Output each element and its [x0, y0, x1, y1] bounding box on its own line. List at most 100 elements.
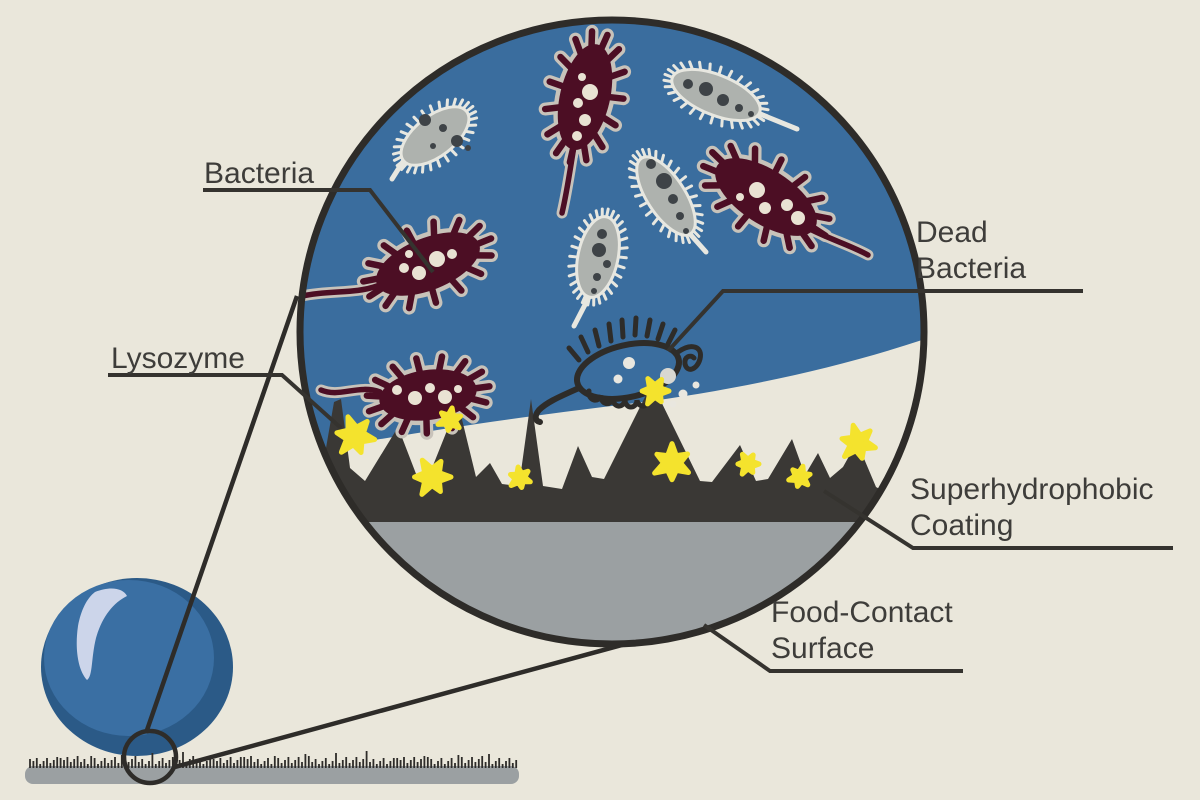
bacteria-leader-line — [203, 188, 435, 274]
bacterium-spot — [735, 104, 743, 112]
bacterium-tail — [809, 227, 871, 258]
bacterium-spot — [572, 131, 582, 141]
bacterium-spot — [646, 159, 656, 169]
magnifier-origin-circle — [121, 728, 179, 786]
bacterium-spot — [736, 193, 744, 201]
dead-bacterium-hair — [665, 327, 678, 347]
bacterium-spot — [791, 211, 805, 225]
bacterium-spot — [578, 73, 586, 81]
label-dead-bacteria-line2: Bacteria — [916, 252, 1027, 285]
lysozyme-star — [412, 457, 454, 497]
lysozyme-star — [786, 463, 813, 489]
dead-bacteria-leader-line — [666, 289, 1083, 353]
dead-bacterium-hair — [566, 345, 582, 363]
bacterium-tail — [302, 283, 380, 299]
lysis-bubble — [678, 389, 688, 399]
dead-bacterium — [532, 315, 703, 425]
ground-surface — [25, 751, 519, 784]
dead-bacterium-hair — [619, 317, 626, 340]
bacterium-spot — [781, 199, 793, 211]
dead-bacterium-hair — [632, 315, 639, 338]
callout-line-left — [143, 295, 300, 734]
label-surface-line2: Surface — [771, 632, 875, 665]
dead-bacterium-hair — [655, 321, 666, 342]
label-surface-line1: Food-Contact — [771, 596, 953, 629]
bacterium-spot — [405, 250, 413, 258]
bacterium-spot — [676, 212, 684, 220]
bacterium-tail — [559, 143, 577, 216]
dead-bacterium-curl — [675, 344, 703, 372]
bacterium-spot — [592, 243, 606, 257]
bacterium-spot — [451, 135, 463, 147]
dead-bacterium-hair — [606, 321, 614, 344]
coating-leader-line — [822, 489, 1173, 550]
bacterium-spot — [656, 173, 672, 189]
bacterium-spot — [582, 84, 598, 100]
droplet-highlight — [76, 588, 127, 680]
cilia-fringe — [662, 60, 770, 130]
lysozyme-star — [508, 464, 533, 490]
bacterium-spot — [425, 383, 435, 393]
dead-bacterium-body — [573, 340, 683, 402]
label-lysozyme: Lysozyme — [111, 341, 245, 377]
bacterium-spot — [399, 263, 409, 273]
bacterium-spot — [439, 124, 447, 132]
label-bacteria-text: Bacteria — [204, 157, 315, 190]
lysozyme-star — [639, 376, 672, 407]
gray-bacterium-tail — [571, 294, 592, 329]
cilia-fringe — [567, 207, 629, 307]
label-coating-line1: Superhydrophobic — [910, 473, 1154, 506]
bacterium-spot — [668, 194, 678, 204]
label-bacteria: Bacteria — [204, 156, 314, 192]
lysis-bubble — [692, 381, 700, 389]
spikes — [360, 216, 495, 312]
bacterium-spot — [438, 390, 452, 404]
bacterium-spot — [593, 273, 601, 281]
bacterium-spot — [717, 94, 729, 106]
surface-leader-line — [702, 623, 963, 673]
dead-bacterium-hair — [592, 327, 602, 349]
cilia-fringe — [627, 147, 705, 245]
bacterium-spot — [429, 251, 445, 267]
gray-bacterium — [567, 207, 629, 307]
bacterium-spot — [683, 228, 689, 234]
bacterium-spot — [591, 288, 597, 294]
bacterium-spot — [573, 98, 583, 108]
dead-bacterium-scallops — [586, 388, 652, 410]
bacterium-spot — [748, 111, 754, 117]
label-lysozyme-text: Lysozyme — [111, 342, 245, 375]
bacterium-spot — [683, 79, 693, 89]
bacterium-spot — [408, 391, 422, 405]
lysozyme-leader-line — [108, 373, 343, 430]
dead-bacterium-spot — [623, 357, 635, 369]
label-dead-bacteria-line1: Dead — [916, 216, 988, 249]
lysozyme-star — [334, 414, 378, 455]
bacterium-tail — [318, 386, 383, 396]
bacterium-spot — [447, 249, 457, 259]
bacterium-spot — [759, 202, 771, 214]
bacterium-spot — [419, 114, 431, 126]
magnifier-circle-outline — [296, 16, 928, 648]
bacterium-spot — [412, 266, 426, 280]
bacterium-spot — [579, 114, 591, 126]
label-coating-line2: Coating — [910, 509, 1014, 542]
bacterium-spot — [392, 385, 402, 395]
bacterium-spot — [597, 229, 607, 239]
dead-bacterium-hair — [578, 334, 591, 355]
gray-bacterium-body — [575, 215, 621, 299]
lysozyme-star — [435, 405, 464, 433]
dead-bacterium-hair — [644, 317, 653, 339]
lysozyme-star — [735, 451, 762, 477]
water-droplet — [41, 578, 233, 756]
lysis-bubble — [669, 400, 677, 408]
ground-bar — [25, 766, 519, 784]
bacterium-spot — [465, 145, 471, 151]
lysozyme-star — [839, 422, 878, 461]
lysozyme-star — [652, 441, 691, 483]
dead-bacterium-spot — [613, 374, 623, 384]
